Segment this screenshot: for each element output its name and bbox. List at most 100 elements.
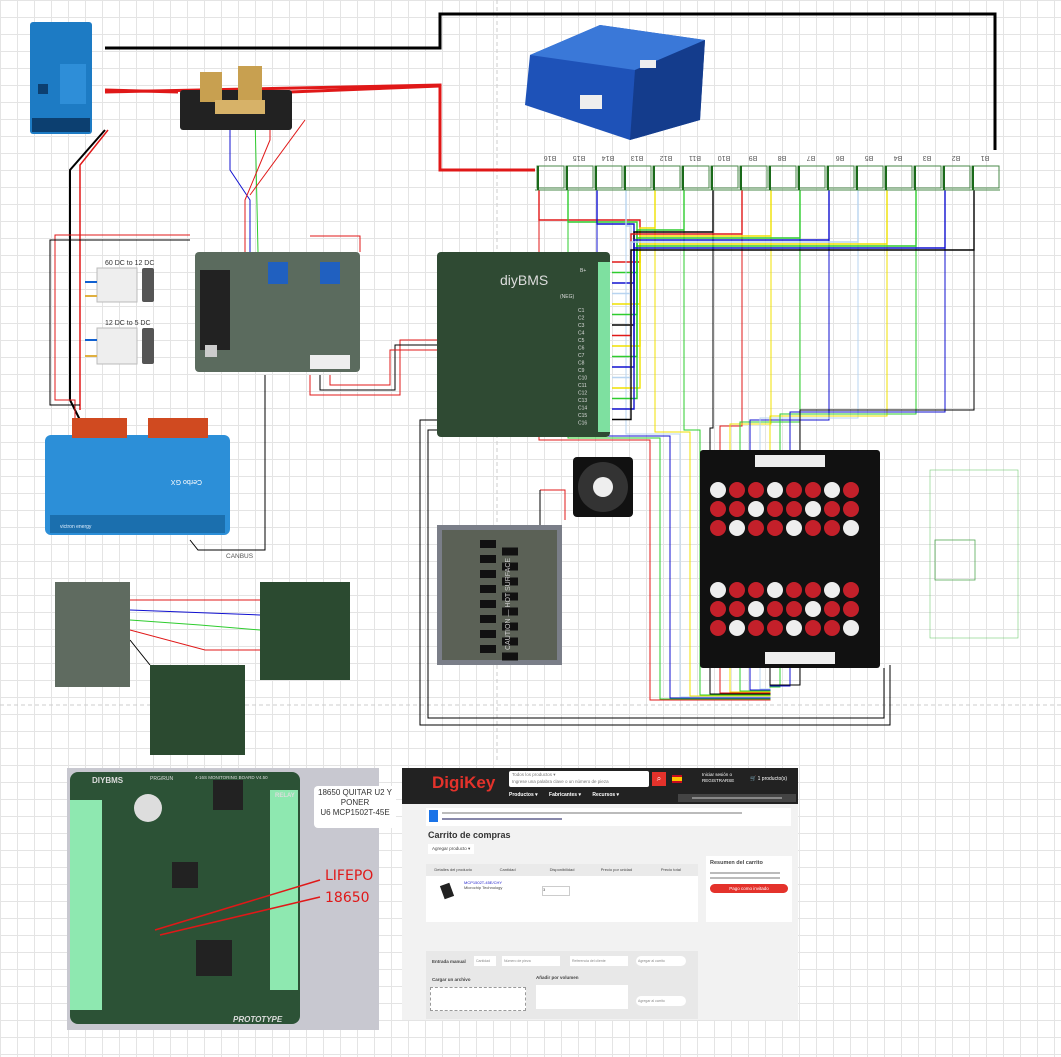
cart-summary: Resumen del carrito Pago como invitado: [706, 856, 792, 922]
cell-terminal: [768, 165, 797, 189]
inverter: [30, 22, 92, 134]
cell-terminal: [971, 165, 1000, 189]
capacitor: [748, 501, 764, 517]
search-icon[interactable]: ⌕: [652, 772, 666, 786]
module-prg: PRG/RUN: [150, 776, 173, 782]
bms-cell-label: C14: [578, 406, 587, 412]
cell-terminal: [536, 165, 565, 189]
login-link[interactable]: Iniciar sesión o REGISTRARSE: [702, 772, 735, 783]
capacitor: [786, 482, 802, 498]
capacitor: [843, 482, 859, 498]
cell-label: B5: [865, 154, 874, 161]
cell-terminal: [623, 165, 652, 189]
pn-input[interactable]: Número de pieza: [502, 956, 560, 966]
product-mfr: Microchip Technology: [464, 885, 503, 890]
add-product-dropdown[interactable]: Agregar producto ▾: [428, 844, 475, 854]
capacitor: [843, 620, 859, 636]
cell-wire: [612, 190, 714, 326]
capacitor: [824, 520, 840, 536]
cart-link[interactable]: 🛒 1 producto(s): [750, 776, 788, 782]
resistor: [480, 585, 496, 593]
digikey-logo[interactable]: DigiKey: [432, 773, 496, 792]
resistor: [502, 577, 518, 586]
controller-board: [195, 252, 360, 372]
add-to-cart-button[interactable]: Agregar al carrito: [636, 996, 686, 1006]
search-category[interactable]: Todos los productos ▾: [512, 772, 556, 777]
cell-wire: [612, 190, 859, 379]
quantity-input[interactable]: 3: [542, 886, 570, 896]
cell-terminal: [826, 165, 855, 189]
bms-cell-label: C1: [578, 308, 585, 314]
capacitor: [805, 520, 821, 536]
converter-12-5: [85, 327, 154, 365]
capacitor: [748, 601, 764, 617]
cell-terminal: [884, 165, 913, 189]
search-placeholder: Ingrese una palabra clave o un número de…: [512, 778, 609, 784]
cerbo-name: Cerbo GX: [171, 478, 202, 485]
capacitor: [824, 501, 840, 517]
pay-button[interactable]: Pago como invitado: [710, 884, 788, 893]
capacitor: [767, 620, 783, 636]
nav-recursos[interactable]: Recursos ▾: [592, 792, 620, 798]
cell-terminal: [739, 165, 768, 189]
product-pn[interactable]: MCP1502T-45E/CHY: [464, 880, 503, 885]
resistor: [502, 562, 518, 571]
bms-pos: B+: [580, 268, 586, 274]
cell-terminal: [652, 165, 681, 189]
capacitor: [805, 620, 821, 636]
cell-terminal: [942, 165, 971, 189]
resistor: [480, 540, 496, 548]
capacitor: [710, 482, 726, 498]
handwritten-18650: 18650: [325, 890, 370, 906]
converter-60-12: [85, 267, 154, 303]
module-board-3: [150, 665, 245, 755]
wire-positive-main: [104, 83, 535, 172]
capacitor: [786, 501, 802, 517]
bms-cell-label: C5: [578, 338, 585, 344]
bms-cell-label: C15: [578, 413, 587, 419]
bulk-textarea[interactable]: [536, 985, 628, 1009]
caution-text: CAUTION — HOT SURFACE: [505, 558, 512, 650]
qty-input[interactable]: Cantidad: [474, 956, 496, 966]
ref-input[interactable]: Referencia del cliente: [570, 956, 628, 966]
capacitor: [767, 501, 783, 517]
capacitor: [710, 601, 726, 617]
cell-terminal: [594, 165, 623, 189]
cell-terminal: [855, 165, 884, 189]
cell-label: B2: [952, 154, 961, 161]
resistor: [480, 570, 496, 578]
add-to-cart-button[interactable]: Agregar al carrito: [636, 956, 686, 966]
upload-dropzone[interactable]: [430, 987, 526, 1011]
bms-cell-label: C16: [578, 421, 587, 427]
cell-label: B3: [923, 154, 932, 161]
capacitor: [748, 582, 764, 598]
cell-terminal: [913, 165, 942, 189]
capacitor: [805, 482, 821, 498]
cell-terminal: [681, 165, 710, 189]
spain-flag-icon[interactable]: [672, 775, 682, 783]
resistor: [480, 555, 496, 563]
nav-fabricantes[interactable]: Fabricantes ▾: [549, 792, 581, 798]
bms-cell-label: C9: [578, 368, 585, 374]
capacitor: [767, 582, 783, 598]
cell-wire: [612, 190, 946, 410]
shunt: [180, 66, 292, 130]
bms-cell-label: C3: [578, 323, 585, 329]
bms-cell-label: C2: [578, 316, 585, 322]
handwritten-lifepo: LIFEPO: [325, 868, 373, 884]
bms-cell-label: C4: [578, 331, 585, 337]
bms-cell-label: C13: [578, 398, 587, 404]
capacitor: [767, 601, 783, 617]
resistor: [480, 645, 496, 653]
capacitor: [824, 601, 840, 617]
capacitor: [729, 520, 745, 536]
nav-productos[interactable]: Productos ▾: [509, 792, 538, 798]
resistor: [480, 615, 496, 623]
module-board-2: [260, 582, 350, 680]
cell-wire: [612, 190, 632, 295]
search-input[interactable]: Todos los productos ▾Ingrese una palabra…: [509, 771, 649, 787]
bms-logo: diyBMS: [500, 272, 548, 288]
resistor: [502, 607, 518, 616]
canbus-label: CANBUS: [226, 553, 254, 560]
